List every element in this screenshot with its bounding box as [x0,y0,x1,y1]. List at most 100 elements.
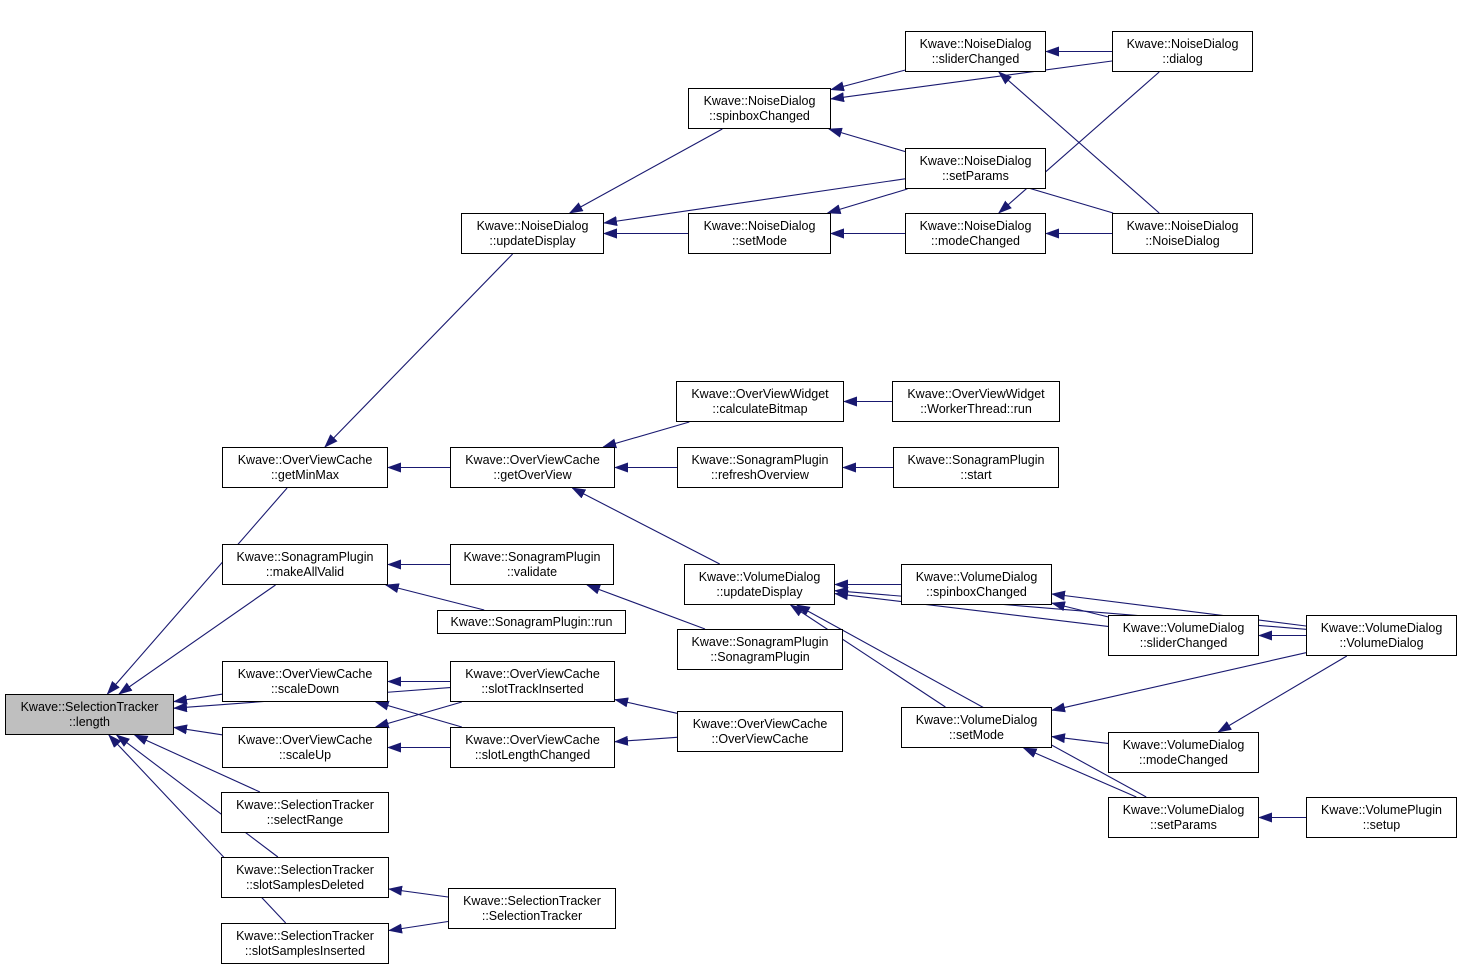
node-overviewcache-scaleup[interactable]: Kwave::OverViewCache ::scaleUp [222,727,388,768]
node-noisedialog-sliderchanged[interactable]: Kwave::NoiseDialog ::sliderChanged [905,31,1046,72]
node-overviewcache-getoverview[interactable]: Kwave::OverViewCache ::getOverView [450,447,615,488]
node-label-line2: ::dialog [1162,51,1203,66]
node-overviewwidget-calculatebitmap[interactable]: Kwave::OverViewWidget ::calculateBitmap [676,381,844,422]
edge-sp_ctor-to-sp_validate [586,584,706,630]
node-label-line1: Kwave::SonagramPlugin [236,550,374,564]
node-noisedialog-updatedisplay[interactable]: Kwave::NoiseDialog ::updateDisplay [461,213,604,254]
node-volumedialog-updatedisplay[interactable]: Kwave::VolumeDialog ::updateDisplay [684,564,835,605]
edge-st_ctor-to-slotSamplesInserted [388,920,449,934]
node-label-line1: Kwave::SelectionTracker [463,894,601,908]
edge-nd_sliderChanged-to-nd_spinboxChanged [830,69,906,92]
node-volumedialog-modechanged[interactable]: Kwave::VolumeDialog ::modeChanged [1108,732,1259,773]
node-label-line1: Kwave::NoiseDialog [703,94,816,108]
node-selectiontracker-slotsamplesinserted[interactable]: Kwave::SelectionTracker ::slotSamplesIns… [221,923,389,964]
node-label-line1: Kwave::SonagramPlugin [907,453,1045,467]
node-volumedialog-constructor[interactable]: Kwave::VolumeDialog ::VolumeDialog [1306,615,1457,656]
node-label-line2: ::modeChanged [931,233,1020,248]
node-label-line1: Kwave::OverViewCache [237,453,373,467]
node-volumedialog-setmode[interactable]: Kwave::VolumeDialog ::setMode [901,707,1052,748]
node-sonagramplugin-makeallvalid[interactable]: Kwave::SonagramPlugin ::makeAllValid [222,544,388,585]
edge-vd_setParams-to-vd_setMode [1022,747,1137,798]
node-label-line2: ::sliderChanged [1139,635,1228,650]
node-label-line1: Kwave::VolumePlugin [1321,803,1442,817]
node-label-line2: ::scaleUp [278,747,332,762]
node-volumedialog-setparams[interactable]: Kwave::VolumeDialog ::setParams [1108,797,1259,838]
node-sonagramplugin-validate[interactable]: Kwave::SonagramPlugin ::validate [450,544,614,585]
node-noisedialog-modechanged[interactable]: Kwave::NoiseDialog ::modeChanged [905,213,1046,254]
node-label-line2: ::SonagramPlugin [710,649,810,664]
node-label-line1: Kwave::SonagramPlugin [691,635,829,649]
node-noisedialog-dialog[interactable]: Kwave::NoiseDialog ::dialog [1112,31,1253,72]
node-label-line1: Kwave::SelectionTracker [236,863,374,877]
node-noisedialog-setparams[interactable]: Kwave::NoiseDialog ::setParams [905,148,1046,189]
edge-vd_setMode-to-vd_updateDisplay [789,604,946,708]
node-label-line1: Kwave::VolumeDialog [915,713,1038,727]
node-overviewcache-slottrackinserted[interactable]: Kwave::OverViewCache ::slotTrackInserted [450,661,615,702]
node-label-line2: ::OverViewCache [711,731,809,746]
node-sonagramplugin-constructor[interactable]: Kwave::SonagramPlugin ::SonagramPlugin [677,629,843,670]
edge-ovc_ctor-to-slotTrackInserted [614,697,678,714]
node-label-line1: Kwave::SelectionTracker [236,929,374,943]
edge-scaleDown-to-root [173,693,223,705]
node-label-line2: ::length [68,714,110,729]
edge-nd_spinboxChanged-to-nd_updateDisplay [568,128,723,214]
node-sonagramplugin-refreshoverview[interactable]: Kwave::SonagramPlugin ::refreshOverview [677,447,843,488]
node-label-line1: Kwave::NoiseDialog [1126,37,1239,51]
node-overviewcache-constructor[interactable]: Kwave::OverViewCache ::OverViewCache [677,711,843,752]
node-label-line1: Kwave::NoiseDialog [1126,219,1239,233]
node-label-line2: ::sliderChanged [931,51,1020,66]
node-label-line1: Kwave::NoiseDialog [476,219,589,233]
node-noisedialog-spinboxchanged[interactable]: Kwave::NoiseDialog ::spinboxChanged [688,88,831,129]
edge-vd_modeChanged-to-vd_setMode [1051,733,1109,744]
edge-nd_updateDisplay-to-getMinMax [324,253,513,448]
node-label-line2: ::slotTrackInserted [481,681,584,696]
node-label-line1: Kwave::VolumeDialog [1320,621,1443,635]
edge-vd_setParams-to-vd_updateDisplay [795,604,1147,798]
node-sonagramplugin-run[interactable]: Kwave::SonagramPlugin::run [437,610,626,634]
node-noisedialog-setmode[interactable]: Kwave::NoiseDialog ::setMode [688,213,831,254]
node-volumedialog-sliderchanged[interactable]: Kwave::VolumeDialog ::sliderChanged [1108,615,1259,656]
node-label-line1: Kwave::OverViewCache [465,667,600,681]
node-label-line2: ::WorkerThread::run [920,401,1032,416]
edge-sp_run-to-makeAllValid [384,583,485,611]
node-selectiontracker-length[interactable]: Kwave::SelectionTracker ::length [5,694,174,735]
node-label-line2: ::validate [506,564,558,579]
node-overviewcache-scaledown[interactable]: Kwave::OverViewCache ::scaleDown [222,661,388,702]
node-label-line2: ::slotSamplesDeleted [245,877,365,892]
node-overviewcache-getminmax[interactable]: Kwave::OverViewCache ::getMinMax [222,447,388,488]
node-label-line1: Kwave::VolumeDialog [698,570,821,584]
node-selectiontracker-selectrange[interactable]: Kwave::SelectionTracker ::selectRange [221,792,389,833]
node-label-line2: ::spinboxChanged [709,108,810,123]
node-label-line1: Kwave::OverViewCache [237,733,373,747]
edge-vd_ctor-to-vd_setMode [1051,652,1307,713]
node-label-line2: ::getMinMax [270,467,340,482]
node-label-line1: Kwave::OverViewWidget [907,387,1045,401]
node-label-line1: Kwave::OverViewCache [237,667,373,681]
node-overviewcache-slotlengthchanged[interactable]: Kwave::OverViewCache ::slotLengthChanged [450,727,615,768]
node-label-line2: ::scaleDown [270,681,340,696]
node-label-line1: Kwave::NoiseDialog [919,154,1032,168]
edge-slotTrackInserted-to-scaleUp [374,701,462,729]
node-label-line1: Kwave::VolumeDialog [1122,738,1245,752]
node-volumedialog-spinboxchanged[interactable]: Kwave::VolumeDialog ::spinboxChanged [901,564,1052,605]
node-overviewwidget-workerthread-run[interactable]: Kwave::OverViewWidget ::WorkerThread::ru… [892,381,1060,422]
node-label-line1: Kwave::VolumeDialog [1122,621,1245,635]
edge-selectRange-to-root [133,734,261,793]
node-label-line1: Kwave::SonagramPlugin::run [450,614,613,629]
edge-vd_sliderChanged-to-vd_spinboxChanged [1051,601,1109,618]
node-label-line2: ::modeChanged [1139,752,1228,767]
node-sonagramplugin-start[interactable]: Kwave::SonagramPlugin ::start [893,447,1059,488]
edge-st_ctor-to-slotSamplesDeleted [388,885,449,898]
node-label-line2: ::selectRange [266,812,344,827]
node-label-line2: ::slotSamplesInserted [244,943,366,958]
node-label-line1: Kwave::VolumeDialog [1122,803,1245,817]
node-noisedialog-constructor[interactable]: Kwave::NoiseDialog ::NoiseDialog [1112,213,1253,254]
node-selectiontracker-constructor[interactable]: Kwave::SelectionTracker ::SelectionTrack… [448,888,616,929]
node-selectiontracker-slotsamplesdeleted[interactable]: Kwave::SelectionTracker ::slotSamplesDel… [221,857,389,898]
node-label-line2: ::updateDisplay [489,233,576,248]
node-volumeplugin-setup[interactable]: Kwave::VolumePlugin ::setup [1306,797,1457,838]
edge-getMinMax-to-root [106,487,288,695]
node-label-line1: Kwave::SonagramPlugin [691,453,829,467]
node-label-line1: Kwave::NoiseDialog [703,219,816,233]
edge-nd_setParams-to-nd_updateDisplay [603,178,906,227]
